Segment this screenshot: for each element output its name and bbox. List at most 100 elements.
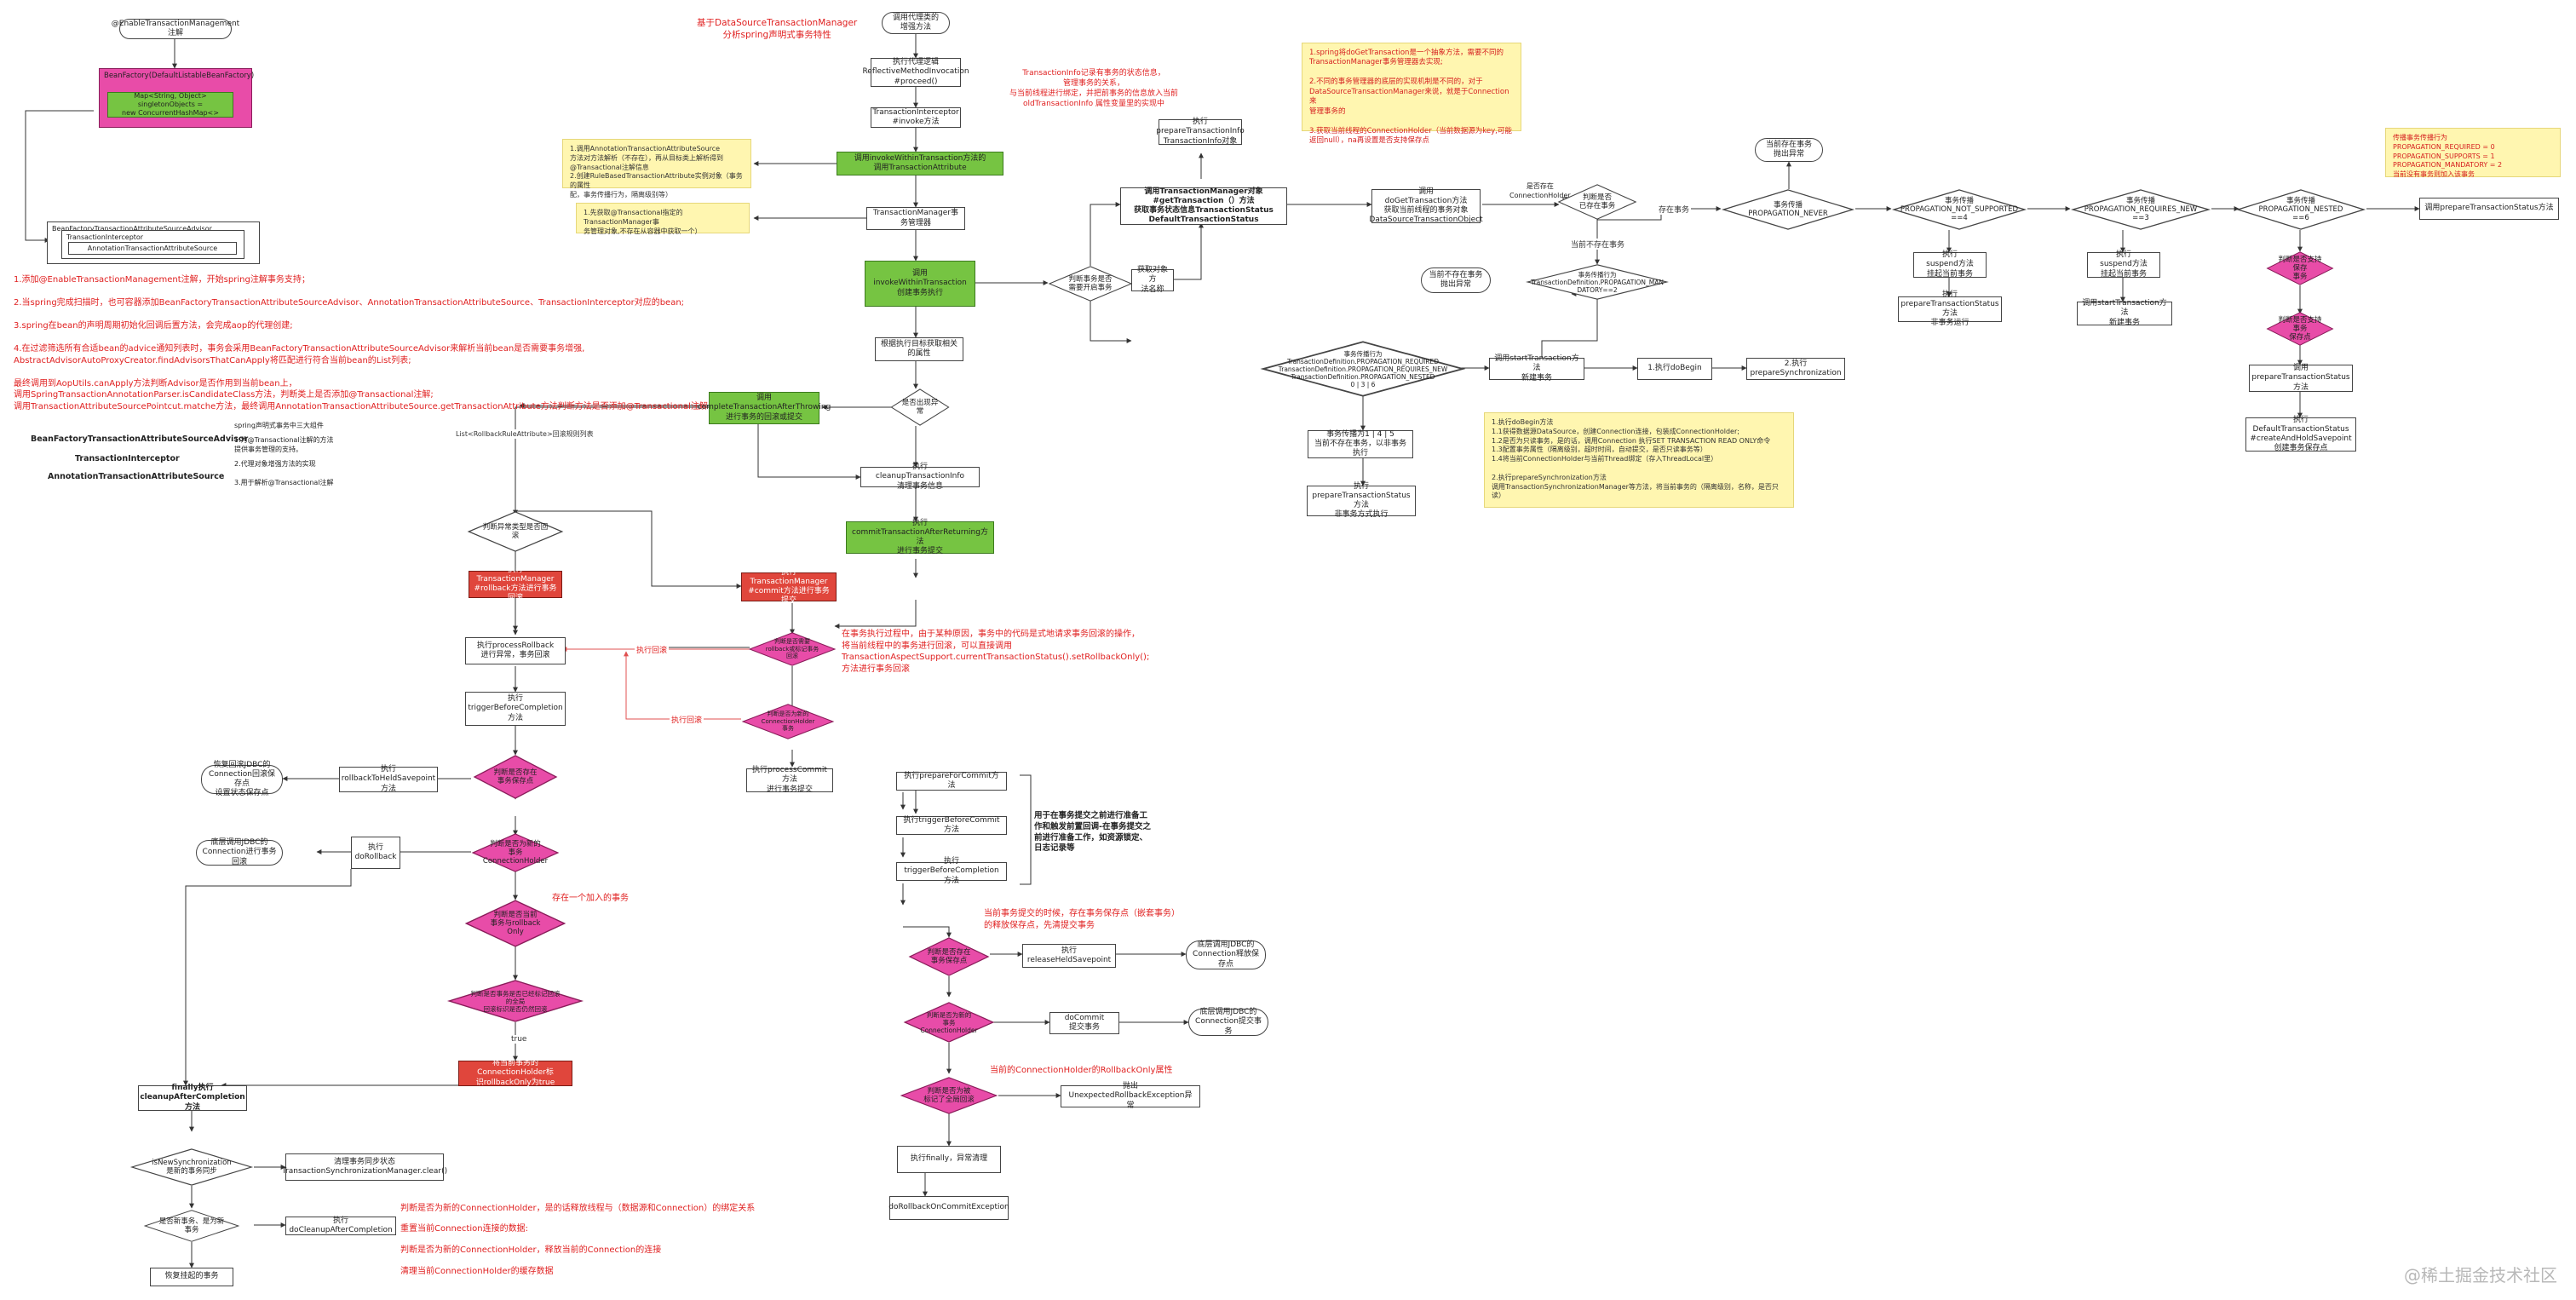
reflective-node: 执行代理逻辑 ReflectiveMethodInvocation #proce… [862,58,969,87]
prepare-status-empty-node: 执行 prepareTransactionStatus方法 非事务方式执行 [1307,482,1416,519]
global-rollback-decision: 判断是否事务是否已经标记回滚 的全局 回滚标识是否仍然回滚 [446,980,584,1022]
start-tx2-node: 调用startTransaction方法 新建事务 [2077,299,2172,327]
propagation-never-label: 事务传播 PROPAGATION_NEVER [1748,200,1828,218]
process-commit-node: 执行processCommit方法 进行事务提交 [746,766,833,794]
process-rollback-node: 执行processRollback 进行异常，事务回滚 [465,637,566,664]
tx-interceptor-label: TransactionInterceptor [66,233,144,241]
jdbc-rollback-node: 底层调用JDBC的 Connection进行事务回滚 [196,838,283,866]
required-decision: 事务传播行为 TransactionDefinition.PROPAGATION… [1259,341,1467,397]
not-supported-label: 事务传播 PROPAGATION_NOT_SUPPORTED ==4 [1900,196,2019,223]
do-begin-node: 1.执行doBegin [1637,358,1712,380]
prepare-status3-node: 调用 prepareTransactionStatus方法 [2249,364,2353,392]
rollback-to-savepoint-node: 执行 rollbackToHeldSavepoint方法 [339,765,438,793]
exec-red-note: 在事务执行过程中，由于某种原因，事务中的代码是式地请求事务回滚的操作， 将当前线… [842,630,1150,674]
commit-has-savepoint-label: 判断是否存在 事务保存点 [927,947,971,965]
rollback-on-label: 判断异常类型是否回滚 [482,522,549,540]
invoke-within-node: 调用invokeWithinTransaction方法的 调用Transacti… [837,152,1003,175]
start-transaction-node: 调用startTransaction方法 新建事务 [1489,354,1584,383]
commit-note: 用于在事务提交之前进行准备工 作和触发前置回调-在事务提交之 前进行准备工作，如… [1034,811,1151,854]
role-desc-4: 3.用于解析@Transactional注解 [234,479,334,486]
requires-new-label: 事务传播 PROPAGATION_REQUIRES_NEW ==3 [2084,196,2198,223]
is-existing-label: 判断是否 已存在事务 [1578,193,1616,210]
steps-text: 1.添加@EnableTransactionManagement注解，开始spr… [14,275,708,411]
commit-is-new-label: 判断是否为新的 事务ConnectionHolder [920,1010,978,1034]
do-cleanup-node: 执行doCleanupAfterCompletion [285,1217,396,1235]
tm-commit-node: 执行TransactionManager #commit方法进行事务提交 [741,568,837,605]
get-attr-node: 根据执行目标获取相关的属性 [875,337,963,361]
suspend1-node: 执行 suspend方法 挂起当前事务 [1913,250,1987,279]
bean-factory-title: BeanFactory(DefaultListableBeanFactory) [104,72,255,80]
mandatory-label: 事务传播行为 TransactionDefinition.PROPAGATION… [1531,270,1664,294]
role-desc-1: spring声明式事务中三大组件 [234,422,324,429]
is-existing-decision: 判断是否 已存在事务 [1557,184,1637,220]
role-advisor: BeanFactoryTransactionAttributeSourceAdv… [31,434,249,444]
mandatory-decision: 事务传播行为 TransactionDefinition.PROPAGATION… [1525,264,1670,300]
set-rollback-only-node: 将当前事务的ConnectionHolder标 识rollbackOnly为tr… [458,1059,572,1087]
cleanup-note-1: 判断是否为新的ConnectionHolder，是的话释放线程与（数据源和Con… [400,1204,756,1213]
prepare-sync-node: 2.执行prepareSynchronization [1746,358,1845,380]
cleanup-note-2: 重置当前Connection连接的数据: [400,1224,528,1234]
requires-new-decision: 事务传播 PROPAGATION_REQUIRES_NEW ==3 [2070,189,2211,230]
finally-cleanup-node: finally执行 cleanupAfterCompletion方法 [138,1084,247,1112]
suspend2-node: 执行 suspend方法 挂起当前事务 [2087,250,2160,279]
is-new-tx2-decision: 是否新事务、是为新事务 [143,1210,240,1242]
rollback-edge-label-1: 执行回滚 [635,644,670,655]
no-exist-label: 当前不存在事务 [1569,239,1627,250]
enable-tm-node: @EnableTransactionManagement 注解 [111,19,240,39]
proceed-node: 调用 invokeWithinTransaction 创建事务执行 [865,261,975,307]
true-label: true [509,1035,529,1044]
cleanup-note-4: 清理当前ConnectionHolder的缓存数据 [400,1267,554,1276]
tm-rollback-node: 执行TransactionManager #rollback方法进行事务回滚 [469,566,562,602]
exception-decision-label: 是否出现异常 [901,398,939,416]
determine-tm-node: TransactionManager事务管理器 [866,207,965,230]
is-new-tx2-label: 是否新事务、是为新事务 [158,1217,225,1234]
is-new-tx-label: 判断是否为新的 事务ConnectionHolder [482,839,549,866]
throw-never-node: 当前存在事务 抛出异常 [1755,138,1823,162]
prepare-info-node: 执行 prepareTransactionInfo TransactionInf… [1156,118,1245,146]
tm-note: 1.先获取@Transactional指定的TransactionManager… [576,203,750,235]
resume-node: 恢复挂起的事务 [150,1268,233,1286]
do-get-transaction-node: 调用 doGetTransaction方法 获取当前线程的事务对象 DataSo… [1369,187,1483,225]
do-rollback-on-commit-node: doRollbackOnCommitException [888,1196,1009,1220]
trigger-before-commit-node: 执行triggerBeforeCommit方法 [896,816,1007,835]
commit-rollback-only-label: 判断是否为被 标记了全局回滚 [923,1086,975,1104]
diagram-title: 基于DataSourceTransactionManager 分析spring声… [697,18,858,41]
trigger-before-completion2-node: 执行triggerBeforeCompletion方法 [896,857,1007,885]
exists-label: 存在事务 [1657,204,1692,215]
proxy-call-node: 调用代理类的 增强方法 [882,12,950,34]
transaction-info-note: TransactionInfo记录有事务的状态信息， 管理事务的关系， 与当前线… [1009,69,1179,109]
has-savepoint-label: 判断是否存在 事务保存点 [493,768,538,785]
has-tx-decision: 判断是否当前 事务与rollback Only [464,900,566,947]
clear-sync-node: 清理事务同步状态 TransactionSynchronizationManag… [282,1153,447,1181]
cleanup-note-3: 判断是否为新的ConnectionHolder，释放当前的Connection的… [400,1245,662,1255]
is-new-sync-decision: isNewSynchronization 是新的事务同步 [129,1148,254,1186]
is-new-conn-holder-label: 判断是否为新的 ConnectionHolder 事务 [761,710,815,733]
use-savepoint-decision: 判断是否支持事务 保存点 [2266,312,2334,346]
release-savepoint-node: 执行 releaseHeldSavepoint [1022,944,1116,968]
jdbc-commit-node: 底层调用JDBC的 Connection提交事务 [1188,1008,1268,1036]
propagation-note: 传播事务传播行为 PROPAGATION_REQUIRED = 0 PROPAG… [2385,128,2561,178]
unexpected-rollback-node: 抛出UnexpectedRollbackException异常 [1061,1082,1200,1110]
role-interceptor: TransactionInterceptor [75,454,180,463]
complete-throwing-node: 调用 completeTransactionAfterThrowing 进行事务… [698,392,831,424]
do-commit-node: doCommit 提交事务 [1049,1012,1119,1034]
throw-mandatory-node: 当前不存在事务 抛出异常 [1421,267,1491,293]
savepoint-allowed-decision: 判断是否支持保存 事务 [2266,251,2334,285]
invoke-node: TransactionInterceptor #invoke方法 [871,107,961,128]
tx-advisor-label: BeanFactoryTransactionAttributeSourceAdv… [52,225,212,233]
watermark: @稀土掘金技术社区 [2404,1265,2557,1286]
get-transaction-note: 1.spring将doGetTransaction是一个抽象方法，需要不同的 T… [1302,43,1521,145]
trigger-before-completion-node: 执行 triggerBeforeCompletion方法 [465,692,566,726]
do-rollback-node: 执行 doRollback [351,837,400,869]
has-savepoint-decision: 判断是否存在 事务保存点 [473,755,558,799]
rollback-on-decision: 判断异常类型是否回滚 [467,511,564,552]
commit-returning-node: 执行 commitTransactionAfterReturning方法 进行事… [846,519,994,555]
rollback-edge-label-2: 执行回滚 [670,714,704,725]
has-tx-label: 判断是否当前 事务与rollback Only [490,910,541,937]
nested-red-note: 存在一个加入的事务 [552,894,629,903]
invoke-note: 1.调用AnnotationTransactionAttributeSource… [562,139,751,198]
prepare-status-nested-node: 调用prepareTransactionStatus方法 [2419,198,2559,220]
is-rollback-only-label: 判断是否需要 rollback或标记事务 回滚 [765,638,819,660]
propagation-never-decision: 事务传播 PROPAGATION_NEVER [1721,189,1855,230]
